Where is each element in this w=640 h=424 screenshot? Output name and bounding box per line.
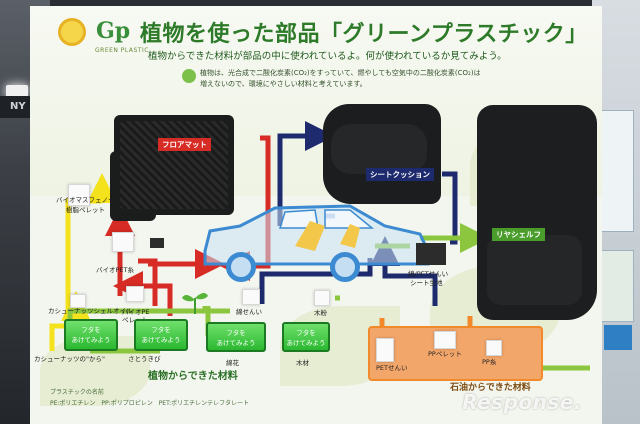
rear-shelf-tag: リヤシェルフ [492,228,545,241]
mat-texture [120,121,228,209]
note-text: 植物は、光合成で二酸化炭素(CO₂)をすっていて、燃やしても空気中の二酸化炭素(… [200,68,500,90]
watermark: Response. [462,390,582,414]
material-label: 木粉 [314,309,327,317]
gp-logo-mark: Gp [96,18,131,44]
sample-case [242,289,260,305]
fabric-sample [416,243,446,265]
sun-logo-icon [58,18,86,46]
material-label: バイオPET糸 [96,266,134,274]
sample-case [68,184,90,206]
note-line: 増えないので、環境にやさしい材料と考えています。 [200,80,367,88]
sample-case [376,338,394,362]
sprout-icon [182,292,208,314]
open-lid-button-wood[interactable]: フタをあけてみよう [282,322,330,352]
plastic-legend: プラスチックの名前 PE:ポリエチレン PP:ポリプロピレン PET:ポリエチレ… [50,387,249,409]
material-label: シート生地 [410,279,443,287]
button-label: 木材 [296,359,309,367]
floor-mat-tag: フロアマット [158,138,211,151]
legend-line: PE:ポリエチレン PP:ポリプロピレン PET:ポリエチレンテレフタレート [50,400,250,407]
arrow-navy [442,171,458,245]
sample-case [126,286,144,302]
material-label: PP糸 [482,358,497,366]
sample-case [112,232,134,252]
seat-cushion-tag: シートクッション [366,168,434,181]
seat-cushion-sample [323,104,441,204]
car-wheel-front [226,252,256,282]
rear-shelf-sample [477,105,597,320]
car-wheel-rear [330,252,360,282]
sample-case [314,290,330,306]
arrow-navy [259,271,330,304]
button-label: 綿花 [226,359,239,367]
sample-case [486,340,502,356]
material-label: 綿/PETせんい [408,270,449,278]
material-label: カシューナッツシェルオイル [48,307,133,315]
legend-line: プラスチックの名前 [50,389,104,396]
open-lid-button-cashew[interactable]: フタをあけてみよう [64,319,118,351]
open-lid-button-cotton[interactable]: フタをあけてみよう [206,322,266,352]
sample-case [70,294,86,308]
plant-material-banner: 植物からできた材料 [148,371,238,382]
arrow-navy [277,121,335,226]
open-lid-button-sugarcane[interactable]: フタをあけてみよう [134,319,188,351]
page-title: 植物を使った部品「グリーンプラスチック」 [140,22,588,47]
material-label: バイオマスフェノール [56,196,121,204]
material-label: バイオPE [122,308,150,316]
material-label: 樹脂ペレット [66,206,105,214]
exhibit-board: Gp GREEN PLASTIC 植物を使った部品「グリーンプラスチック」 植物… [30,6,602,424]
ceiling-light [6,85,28,97]
sample-case [434,331,456,349]
note-line: 植物は、光合成で二酸化炭素(CO₂)をすっていて、燃やしても空気中の二酸化炭素(… [200,69,481,77]
button-label: さとうきび [128,355,161,363]
arrow-red [138,258,158,306]
logo-text: GREEN PLASTIC [95,47,149,54]
material-label: PETせんい [376,364,408,372]
leaf-icon [182,69,196,83]
material-label: PPペレット [428,350,462,358]
sample-fiber [150,238,164,248]
booth-panel-3 [604,325,632,350]
subtitle: 植物からできた材料が部品の中に使われているよ。何が使われているか見てみよう。 [148,51,507,62]
oil-material-banner: 石油からできた材料 [450,383,531,393]
button-label: カシューナッツの"から" [34,355,105,363]
car-outline [203,204,430,266]
material-label: 綿せんい [236,308,262,316]
floor-mat-sample [110,115,234,221]
